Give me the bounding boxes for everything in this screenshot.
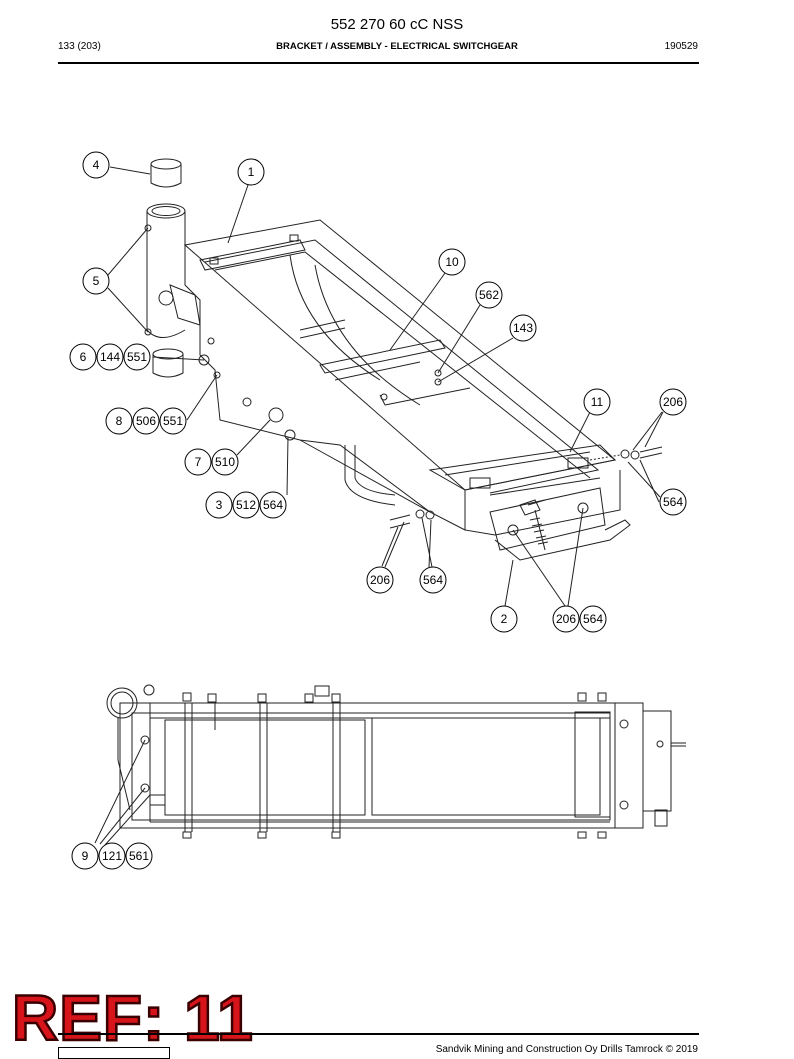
callout-7: 7 [195,455,202,469]
callout-143: 143 [513,321,533,335]
callout-6: 6 [80,350,87,364]
callout-562: 562 [479,288,499,302]
callout-5: 5 [93,274,100,288]
callout-144: 144 [100,350,120,364]
document-title: BRACKET / ASSEMBLY - ELECTRICAL SWITCHGE… [276,41,518,52]
document-part-number: 552 270 60 cC NSS [330,16,464,33]
callout-121: 121 [102,849,122,863]
ref-stamp: REF: 11 [11,982,254,1054]
callout-206-a: 206 [663,395,683,409]
callout-11: 11 [591,395,604,409]
callout-564-d: 564 [583,612,603,626]
callout-9: 9 [82,849,89,863]
callout-564-a: 564 [663,495,683,509]
footer-copyright: Sandvik Mining and Construction Oy Drill… [435,1044,698,1055]
callout-206-b: 206 [370,573,390,587]
callout-551-a: 551 [127,350,147,364]
callout-564-c: 564 [423,573,443,587]
callout-206-c: 206 [556,612,576,626]
callout-1: 1 [248,165,255,179]
callout-4: 4 [93,158,100,172]
callout-10: 10 [445,255,459,269]
company-logo [58,1047,170,1059]
callout-551-b: 551 [163,414,183,428]
callout-512: 512 [236,498,256,512]
callout-3: 3 [216,498,223,512]
callout-506: 506 [136,414,156,428]
callout-510: 510 [215,455,235,469]
callout-2: 2 [501,612,508,626]
callout-561: 561 [129,849,149,863]
document-date: 190529 [664,41,698,52]
header-divider [58,62,699,64]
footer-divider [58,1033,699,1035]
callout-564-b: 564 [263,498,283,512]
page-indicator: 133 (203) [58,41,101,52]
callout-8: 8 [116,414,123,428]
